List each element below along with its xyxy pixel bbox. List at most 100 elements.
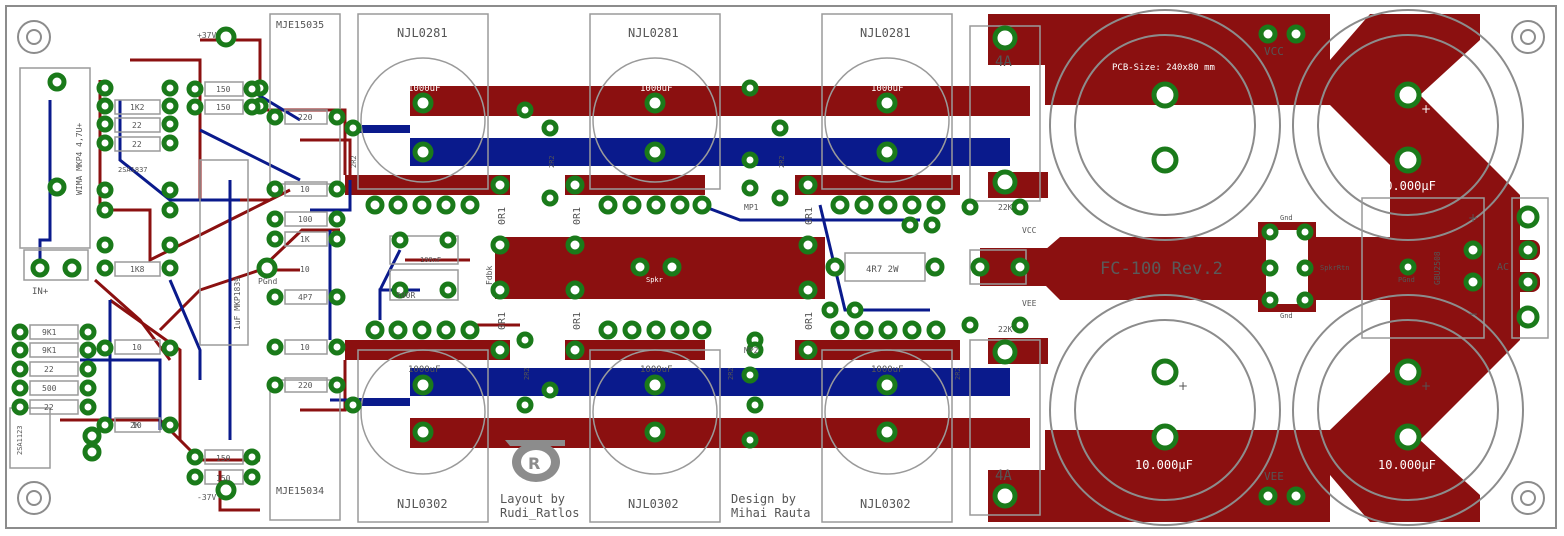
cap-big-4: 10.000µF bbox=[1378, 458, 1436, 472]
vcc-small-label: VCC bbox=[1022, 226, 1037, 235]
ac-label: AC bbox=[1497, 262, 1509, 273]
driver-top-label: MJE15035 bbox=[276, 20, 324, 31]
svg-text:+: + bbox=[1421, 102, 1431, 116]
cap-small-5: 1000uF bbox=[640, 365, 673, 375]
mkp-cap-label: 1uF MKP1839 bbox=[233, 277, 242, 330]
input-cap-label: WIMA MKP4 4,7U+ bbox=[75, 123, 84, 195]
q-bot-3-label: NJL0302 bbox=[860, 497, 911, 511]
big-cap-tl bbox=[1049, 9, 1281, 241]
mp2-label: MP2 bbox=[744, 346, 759, 355]
cap-big-2: 10.000µF bbox=[1378, 179, 1436, 193]
logo-icon: R bbox=[505, 440, 565, 482]
svg-text:10: 10 bbox=[132, 421, 142, 430]
credit-layout-1: Layout by bbox=[500, 492, 565, 506]
labels: FC-100 Rev.2 PCB-Size: 240x80 mm NJL0281… bbox=[16, 20, 1509, 520]
svg-text:10: 10 bbox=[132, 343, 142, 352]
svg-text:22: 22 bbox=[132, 140, 142, 149]
svg-text:+: + bbox=[1178, 379, 1188, 393]
copper-bottom-layer bbox=[355, 125, 1010, 406]
m37v-label: -37V bbox=[197, 493, 216, 502]
svg-text:0R1: 0R1 bbox=[804, 312, 815, 330]
svg-text:10: 10 bbox=[300, 343, 310, 352]
pgnd-label: PGnd bbox=[1398, 276, 1415, 284]
big-cap-tr bbox=[1292, 9, 1524, 241]
cap-big-1: 10.000µF bbox=[1135, 179, 1193, 193]
big-cap-bl bbox=[1049, 294, 1281, 526]
svg-text:22: 22 bbox=[44, 403, 54, 412]
svg-text:−: − bbox=[1468, 307, 1478, 321]
c100n-label: 100nF bbox=[420, 256, 441, 264]
fdbk-label: Fdbk bbox=[485, 266, 494, 285]
svg-text:22: 22 bbox=[44, 365, 54, 374]
svg-text:+: + bbox=[1421, 379, 1431, 393]
svg-text:0R1: 0R1 bbox=[497, 207, 508, 225]
gnd-top-label: Gnd bbox=[1280, 214, 1293, 222]
big-cap-br bbox=[1292, 294, 1524, 526]
svg-text:1K8: 1K8 bbox=[130, 265, 145, 274]
mounting-holes bbox=[17, 20, 1545, 515]
svg-text:+: + bbox=[1178, 102, 1188, 116]
svg-text:0R1: 0R1 bbox=[572, 312, 583, 330]
svg-text:R: R bbox=[528, 454, 540, 473]
cap-small-2: 1000uF bbox=[640, 84, 673, 94]
board-title: FC-100 Rev.2 bbox=[1100, 259, 1223, 279]
pfgnd-label: PGnd bbox=[258, 277, 277, 286]
fuse-bottom-label: 4A bbox=[995, 468, 1012, 484]
svg-text:220: 220 bbox=[298, 381, 313, 390]
in-label: IN+ bbox=[32, 287, 49, 297]
big-capacitors bbox=[1049, 9, 1524, 526]
spkr-label: Spkr bbox=[646, 276, 663, 284]
svg-text:150: 150 bbox=[216, 454, 231, 463]
svg-text:150: 150 bbox=[216, 103, 231, 112]
vee-small-label: VEE bbox=[1022, 299, 1037, 308]
svg-text:1K2: 1K2 bbox=[130, 103, 145, 112]
svg-text:2R2: 2R2 bbox=[350, 155, 358, 168]
svg-text:1K: 1K bbox=[300, 235, 310, 244]
small-resistor-outlines bbox=[29, 81, 328, 485]
svg-text:9K1: 9K1 bbox=[42, 328, 57, 337]
svg-text:10: 10 bbox=[300, 185, 310, 194]
cap-small-3: 1000uF bbox=[871, 84, 904, 94]
svg-text:2K: 2K bbox=[130, 421, 140, 430]
copper-top-layer bbox=[988, 14, 1520, 522]
svg-text:+: + bbox=[1468, 211, 1478, 225]
gnd-bottom-label: Gnd bbox=[1280, 312, 1293, 320]
credit-layout-2: Rudi_Ratlos bbox=[500, 506, 579, 520]
q-bot-1-label: NJL0302 bbox=[397, 497, 448, 511]
svg-text:22: 22 bbox=[132, 121, 142, 130]
q-top-3-label: NJL0281 bbox=[860, 26, 911, 40]
q-top-1-label: NJL0281 bbox=[397, 26, 448, 40]
cap-small-1: 1000uF bbox=[408, 84, 441, 94]
svg-text:2R2: 2R2 bbox=[548, 155, 556, 168]
pcb-size-label: PCB-Size: 240x80 mm bbox=[1112, 63, 1215, 73]
svg-text:0R1: 0R1 bbox=[804, 207, 815, 225]
r4p7-label: 4R7 2W bbox=[866, 265, 899, 275]
spkr-rtn-label: SpkrRtn bbox=[1320, 264, 1350, 272]
svg-text:0R1: 0R1 bbox=[497, 312, 508, 330]
cap-small-4: 1000uF bbox=[408, 365, 441, 375]
mp1-label: MP1 bbox=[744, 203, 759, 212]
driver-bottom-label: MJE15034 bbox=[276, 486, 324, 497]
pot-label: 500R bbox=[396, 291, 415, 300]
svg-text:2SA1837: 2SA1837 bbox=[118, 166, 148, 174]
svg-text:150: 150 bbox=[216, 85, 231, 94]
fuse-top-label: 4A bbox=[995, 54, 1012, 70]
svg-text:500: 500 bbox=[42, 384, 57, 393]
bridge-label: GBU2508 bbox=[1433, 251, 1442, 285]
svg-text:10: 10 bbox=[300, 265, 310, 274]
p37v-label: +37V bbox=[197, 31, 216, 40]
cap-big-3: 10.000µF bbox=[1135, 458, 1193, 472]
q-bot-2-label: NJL0302 bbox=[628, 497, 679, 511]
svg-text:100: 100 bbox=[298, 215, 313, 224]
polarity-marks: + + + + + − bbox=[1178, 102, 1478, 393]
svg-text:2R2: 2R2 bbox=[523, 367, 531, 380]
vcc-label: VCC bbox=[1264, 45, 1284, 58]
svg-text:9K1: 9K1 bbox=[42, 346, 57, 355]
svg-text:2R2: 2R2 bbox=[954, 367, 962, 380]
q-left-label: 2SA1123 bbox=[16, 425, 24, 455]
r22k-a-label: 22K bbox=[998, 203, 1013, 212]
svg-text:2R2: 2R2 bbox=[727, 367, 735, 380]
credit-design-1: Design by bbox=[731, 492, 796, 506]
vee-label: VEE bbox=[1264, 470, 1284, 483]
pads bbox=[11, 24, 1540, 509]
